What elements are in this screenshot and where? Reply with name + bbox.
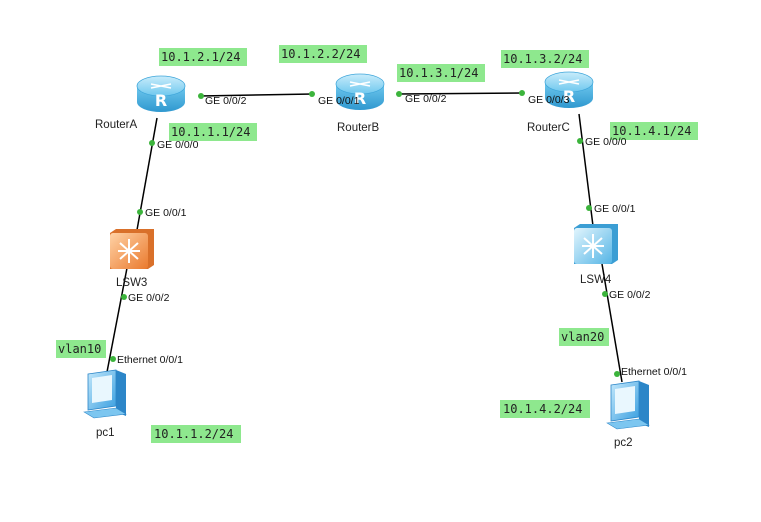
port-dot-rc-ge003[interactable] [519,90,525,96]
device-label-pc2: pc2 [614,437,633,449]
ip-label-rc-ge000: 10.1.4.1/24 [612,124,691,138]
router-c-icon[interactable]: R [544,71,594,108]
device-label-routera: RouterA [95,119,138,131]
port-dot-lsw4-ge001[interactable] [586,205,592,211]
port-dot-lsw3-ge002[interactable] [121,294,127,300]
port-label-lsw3-ge001: GE 0/0/1 [145,207,187,219]
port-label-rb-ge001: GE 0/0/1 [318,95,360,107]
port-dot-pc2-eth[interactable] [614,371,620,377]
port-label-rc-ge003: GE 0/0/3 [528,94,570,106]
link-routerb-routerc[interactable] [397,92,524,95]
port-dot-rc-ge000[interactable] [577,138,583,144]
ip-label-pc1: 10.1.1.2/24 [154,427,233,441]
port-label-lsw4-ge002: GE 0/0/2 [609,289,651,301]
port-label-rb-ge002: GE 0/0/2 [405,93,447,105]
link-lsw3-pc1[interactable] [106,267,128,373]
port-dot-pc1-eth[interactable] [110,356,116,362]
port-label-lsw3-ge002: GE 0/0/2 [128,292,170,304]
device-label-lsw3: LSW3 [116,277,147,289]
port-label-lsw4-ge001: GE 0/0/1 [594,203,636,215]
ip-label-ra-ge002: 10.1.2.1/24 [161,50,240,64]
ip-label-pc2: 10.1.4.2/24 [503,402,582,416]
vlan-label-20: vlan20 [561,330,604,344]
ip-label-rb-ge001: 10.1.2.2/24 [281,47,360,61]
router-b-icon[interactable]: R [335,73,385,110]
link-lsw4-pc2[interactable] [601,263,623,383]
ip-label-ra-ge000: 10.1.1.1/24 [171,125,250,139]
router-a-icon[interactable]: R [136,75,186,112]
link-routera-routerb[interactable] [199,93,314,97]
pc1-icon[interactable] [83,369,127,419]
port-dot-ra-ge002[interactable] [198,93,204,99]
svg-text:R: R [354,89,366,108]
port-label-pc2-eth: Ethernet 0/0/1 [621,366,687,378]
port-label-pc1-eth: Ethernet 0/0/1 [117,354,183,366]
switch-lsw4-icon[interactable] [574,224,618,264]
ip-label-backgrounds [56,45,698,443]
links [106,92,623,383]
port-dot-lsw4-ge002[interactable] [602,291,608,297]
ip-label-rb-ge002: 10.1.3.1/24 [399,66,478,80]
ip-label-rc-ge003: 10.1.3.2/24 [503,52,582,66]
pc2-icon[interactable] [606,380,650,430]
svg-text:R: R [155,91,167,110]
port-label-ra-ge000: GE 0/0/0 [157,139,199,151]
port-label-rc-ge000: GE 0/0/0 [585,136,627,148]
port-dot-ra-ge000[interactable] [149,140,155,146]
device-label-pc1: pc1 [96,427,115,439]
svg-text:R: R [563,87,575,106]
device-label-lsw4: LSW4 [580,274,612,286]
device-label-routerc: RouterC [527,122,570,134]
vlan-label-10: vlan10 [58,342,101,356]
port-dots [110,90,620,377]
port-dot-rb-ge001[interactable] [309,91,315,97]
device-label-routerb: RouterB [337,122,380,134]
port-dot-rb-ge002[interactable] [396,91,402,97]
port-label-ra-ge002: GE 0/0/2 [205,95,247,107]
switch-lsw3-icon[interactable] [110,229,154,269]
port-dot-lsw3-ge001[interactable] [137,209,143,215]
